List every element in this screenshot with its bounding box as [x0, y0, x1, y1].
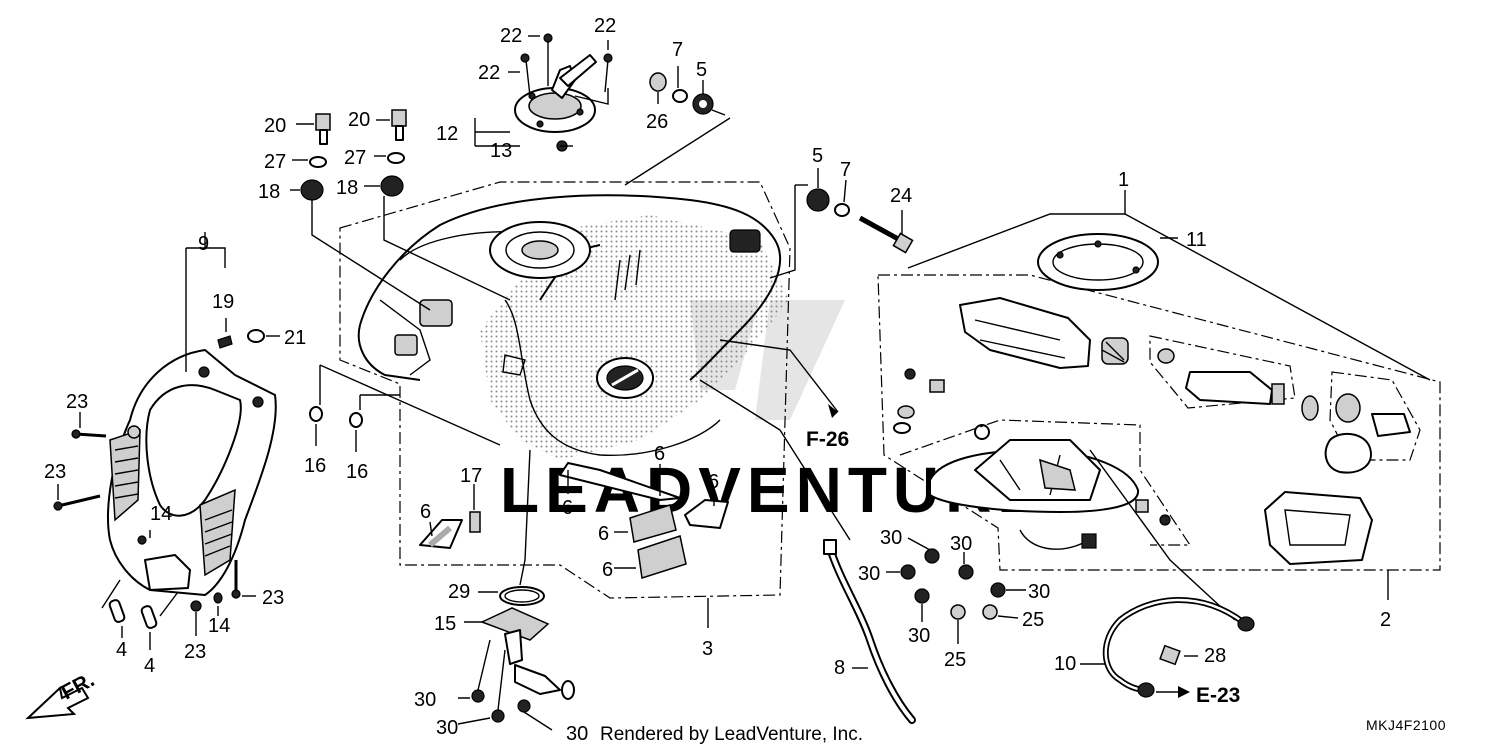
label-19: 19: [212, 291, 234, 313]
grommet-19[interactable]: [217, 335, 233, 349]
diagram-code: MKJ4F2100: [1366, 717, 1446, 733]
label-9: 9: [198, 233, 209, 255]
label-16b: 16: [346, 461, 368, 483]
label-1: 1: [1118, 169, 1129, 191]
pump-seal-ring[interactable]: [1037, 233, 1159, 291]
fuel-tank[interactable]: [357, 194, 790, 460]
label-23d: 23: [184, 641, 206, 663]
label-30f: 30: [414, 689, 436, 711]
label-6f: 6: [602, 559, 613, 581]
label-11: 11: [1186, 229, 1207, 251]
bolt-25[interactable]: [950, 604, 998, 620]
label-24: 24: [890, 185, 912, 207]
label-25b: 25: [1022, 609, 1044, 631]
clamp-28[interactable]: [1159, 644, 1181, 666]
grommet-4[interactable]: [108, 599, 158, 629]
fuel-pump-motor[interactable]: [1157, 348, 1411, 474]
callout-labels: 1 2 3 4 4 5 5 6 6 6 6 6 6 7 7 8 9 10 11 …: [44, 15, 1391, 745]
label-27b: 27: [344, 147, 366, 169]
label-5b: 5: [812, 145, 823, 167]
clip-21[interactable]: [247, 329, 265, 343]
pump-base-flange[interactable]: [929, 439, 1171, 526]
label-23c: 23: [262, 587, 284, 609]
fuel-cap-lock[interactable]: [514, 33, 613, 152]
label-27a: 27: [264, 151, 286, 173]
tank-mounting-bolt[interactable]: [806, 188, 914, 254]
label-6e: 6: [598, 523, 609, 545]
fuel-pump-unit[interactable]: [471, 586, 575, 723]
label-3: 3: [702, 638, 713, 660]
label-6b: 6: [562, 497, 573, 519]
tank-pad[interactable]: [419, 462, 729, 579]
side-cover[interactable]: [107, 349, 277, 596]
label-30g: 30: [436, 717, 458, 739]
label-7a: 7: [672, 39, 683, 61]
label-20a: 20: [264, 115, 286, 137]
label-5a: 5: [696, 59, 707, 81]
rubber-cushion[interactable]: [649, 72, 714, 115]
screw-23[interactable]: [53, 429, 241, 612]
pump-filter-box[interactable]: [1264, 491, 1373, 565]
label-13: 13: [490, 140, 512, 162]
label-30b: 30: [858, 563, 880, 585]
label-22c: 22: [594, 15, 616, 37]
label-15: 15: [434, 613, 456, 635]
label-22a: 22: [500, 25, 522, 47]
label-2: 2: [1380, 609, 1391, 631]
label-18b: 18: [336, 177, 358, 199]
label-30d: 30: [1028, 581, 1050, 603]
reference-e23[interactable]: E-23: [1196, 684, 1240, 707]
label-16a: 16: [304, 455, 326, 477]
flange-nut-30[interactable]: [900, 548, 1006, 604]
front-direction-arrow: FR.: [25, 668, 98, 720]
label-25a: 25: [944, 649, 966, 671]
label-7b: 7: [840, 159, 851, 181]
label-14a: 14: [150, 503, 172, 525]
breather-hose[interactable]: [823, 539, 916, 724]
label-14b: 14: [208, 615, 230, 637]
label-26: 26: [646, 111, 668, 133]
label-17: 17: [460, 465, 482, 487]
label-6c: 6: [654, 443, 665, 465]
collar-14[interactable]: [137, 535, 223, 604]
label-30e: 30: [908, 625, 930, 647]
label-20b: 20: [348, 109, 370, 131]
label-23a: 23: [66, 391, 88, 413]
label-30c: 30: [950, 533, 972, 555]
label-30a: 30: [880, 527, 902, 549]
label-8: 8: [834, 657, 845, 679]
wire-harness-10[interactable]: [1102, 597, 1255, 698]
credit-text: Rendered by LeadVenture, Inc.: [600, 724, 863, 745]
label-28: 28: [1204, 645, 1226, 667]
label-23b: 23: [44, 461, 66, 483]
label-30h: 30: [566, 723, 588, 745]
label-10: 10: [1054, 653, 1076, 675]
label-4b: 4: [144, 655, 155, 677]
clip-16[interactable]: [309, 406, 363, 428]
label-12: 12: [436, 123, 458, 145]
label-22b: 22: [478, 62, 500, 84]
label-18a: 18: [258, 181, 280, 203]
reference-f26[interactable]: F-26: [806, 428, 849, 451]
fuel-pump-housing[interactable]: [893, 297, 1129, 440]
label-29: 29: [448, 581, 470, 603]
label-4a: 4: [116, 639, 127, 661]
label-6d: 6: [708, 471, 719, 493]
mounting-bolt-left[interactable]: [300, 109, 407, 201]
label-6a: 6: [420, 501, 431, 523]
label-21: 21: [284, 327, 306, 349]
